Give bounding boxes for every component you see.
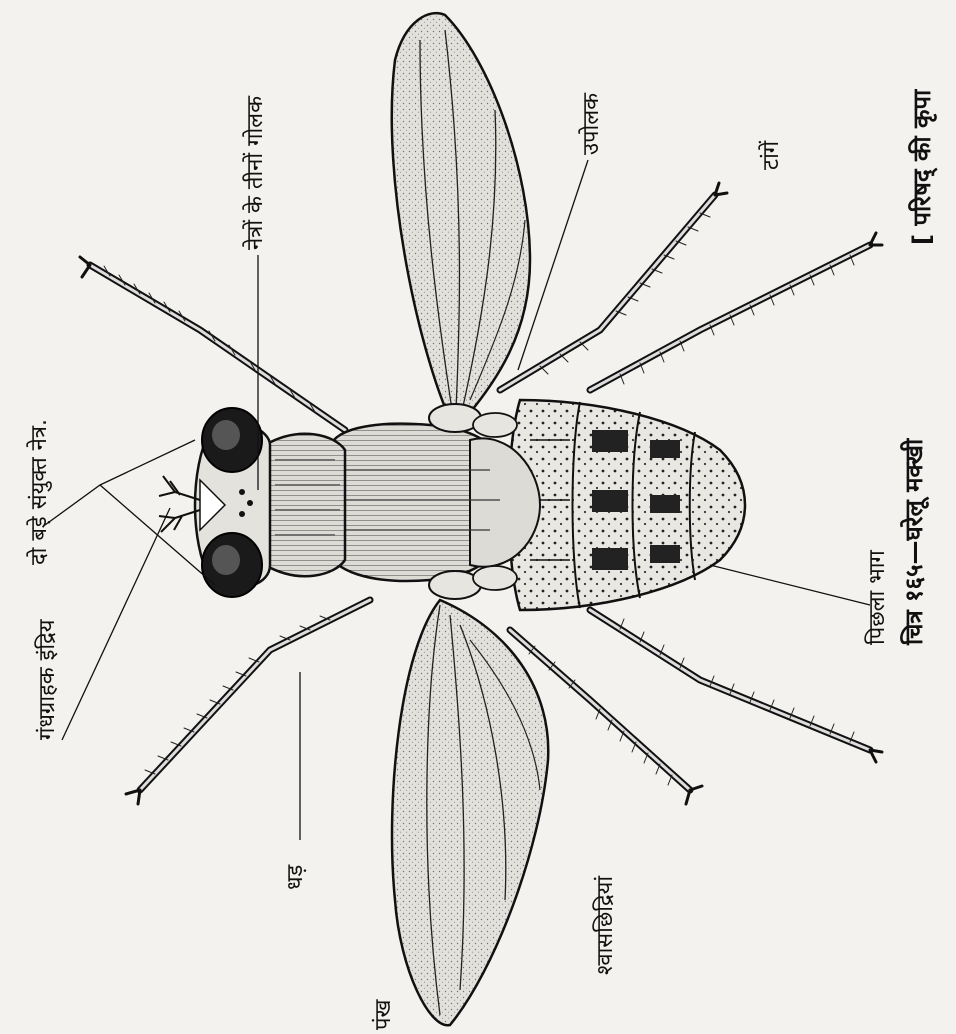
- credit-caption: [ परिषद् की कृपा: [908, 89, 938, 245]
- ocellus-2: [247, 500, 253, 506]
- abdomen: [509, 400, 745, 610]
- label-legs: टांगें: [758, 140, 784, 170]
- label-smell-organ: गंधग्राहक इंद्रिय: [34, 618, 60, 740]
- leader-compound-eyes: [45, 485, 215, 585]
- leader-abdomen: [710, 565, 870, 605]
- label-wing: पंख: [371, 999, 396, 1030]
- head: [195, 408, 270, 597]
- thorax: [330, 404, 540, 599]
- label-three-ocelli: नेत्रों के तीनों गोलक: [242, 95, 268, 250]
- ocellus-3: [239, 511, 245, 517]
- ocellus-1: [239, 489, 245, 495]
- label-spiracles: श्वासछिद्रियां: [592, 876, 618, 975]
- label-thorax: धड़: [283, 864, 308, 890]
- lower-wing: [392, 600, 548, 1025]
- leader-smell-organ: [62, 508, 170, 740]
- label-compound-eyes: दो बड़े संयुक्त नेत्र.: [26, 419, 52, 565]
- label-abdomen: पिछला भाग: [864, 550, 890, 645]
- figure-caption: चित्र १६५—घरेलू मक्खी: [900, 438, 930, 646]
- upper-wing: [392, 13, 530, 430]
- label-halteres: उपोलक: [578, 92, 604, 155]
